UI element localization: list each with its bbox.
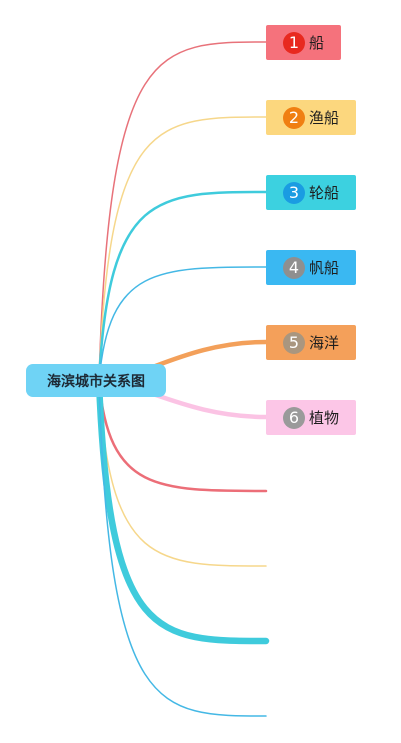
child-label: 渔船 <box>309 109 340 127</box>
root-label: 海滨城市关系图 <box>47 373 145 390</box>
root-node[interactable]: 海滨城市关系图 <box>26 364 166 397</box>
child-label: 海洋 <box>309 334 340 352</box>
rank-badge-icon: 5 <box>283 331 305 354</box>
empty-branch-line-1 <box>97 379 268 493</box>
empty-branch-line-3 <box>95 377 270 645</box>
child-label: 帆船 <box>309 259 340 277</box>
rank-badge-icon: 6 <box>283 406 305 429</box>
empty-branch-line-2 <box>98 380 267 567</box>
child-label: 轮船 <box>309 184 340 202</box>
rank-badge-icon: 3 <box>283 181 305 204</box>
branch-line-3 <box>97 190 268 383</box>
branch-line-4 <box>98 266 267 382</box>
branch-line-1 <box>98 41 267 382</box>
rank-badge-icon: 2 <box>283 106 305 129</box>
branch-line-2 <box>98 116 267 382</box>
child-label: 植物 <box>309 409 340 427</box>
empty-branch-line-4 <box>98 380 267 717</box>
child-label: 船 <box>309 34 325 52</box>
rank-badge-icon: 4 <box>283 256 305 279</box>
rank-badge-icon: 1 <box>283 31 305 54</box>
